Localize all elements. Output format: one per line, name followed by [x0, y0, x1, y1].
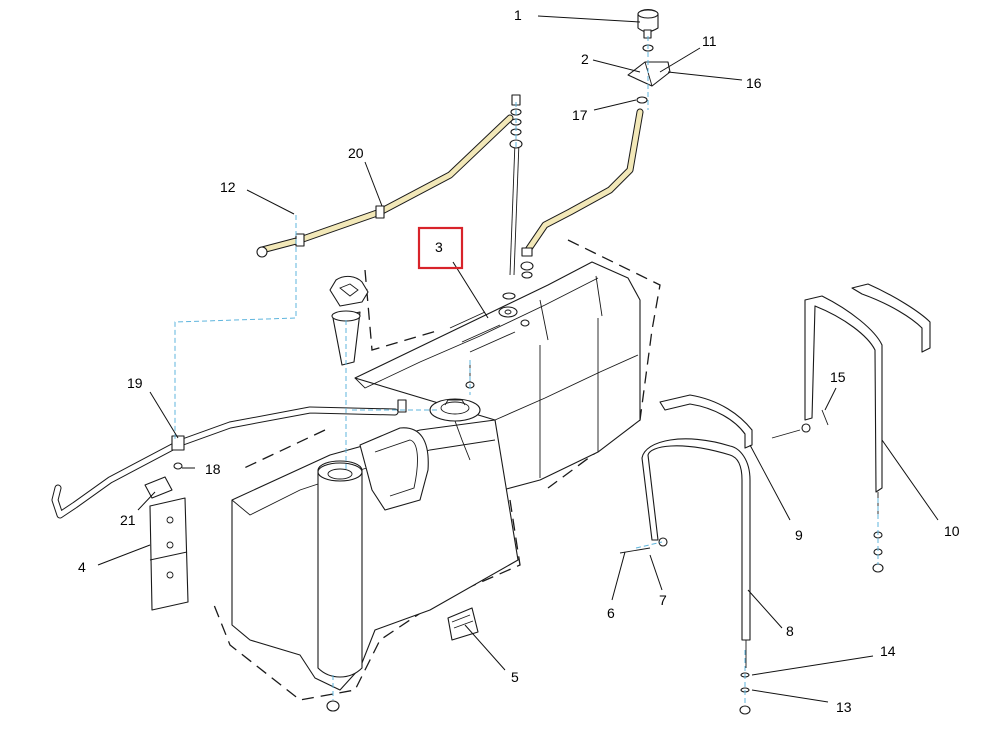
callout-2: 2: [581, 51, 589, 67]
callout-17: 17: [572, 107, 588, 123]
strap-9: [659, 394, 753, 449]
clip-21: [144, 476, 173, 499]
callout-10: 10: [944, 523, 960, 539]
pad-5: [447, 607, 479, 641]
hose-20: [256, 114, 514, 258]
callout-highlight-box: [417, 226, 464, 270]
fuel-tank: [231, 261, 641, 712]
callout-1: 1: [514, 7, 522, 23]
callout-11: 11: [702, 33, 717, 49]
strap-8: [619, 438, 751, 715]
callout-4: 4: [78, 559, 86, 575]
callout-6: 6: [607, 605, 615, 621]
callout-15: 15: [830, 369, 846, 385]
callout-20: 20: [348, 145, 364, 161]
callout-8: 8: [786, 623, 794, 639]
hose-17: [520, 108, 644, 279]
callout-labels: 1 2 3 4 5 6 7 8 9 10 11 12 13 14 15 16 1…: [78, 7, 960, 715]
leader-lines: [97, 15, 939, 703]
assembly-centerlines: [174, 36, 879, 705]
callout-7: 7: [659, 592, 667, 608]
callout-18: 18: [205, 461, 221, 477]
callout-5: 5: [511, 669, 519, 685]
callout-19: 19: [127, 375, 143, 391]
bracket-2: [627, 44, 671, 104]
callout-13: 13: [836, 699, 852, 715]
hose-19: [51, 406, 399, 519]
vent-cap-1: [637, 8, 659, 39]
callout-12: 12: [220, 179, 236, 195]
callout-3: 3: [435, 239, 443, 255]
callout-21: 21: [120, 512, 136, 528]
filler-neck-assembly: [329, 275, 369, 366]
callout-16: 16: [746, 75, 762, 91]
callout-9: 9: [795, 527, 803, 543]
callout-14: 14: [880, 643, 896, 659]
bracket-4: [149, 497, 189, 611]
